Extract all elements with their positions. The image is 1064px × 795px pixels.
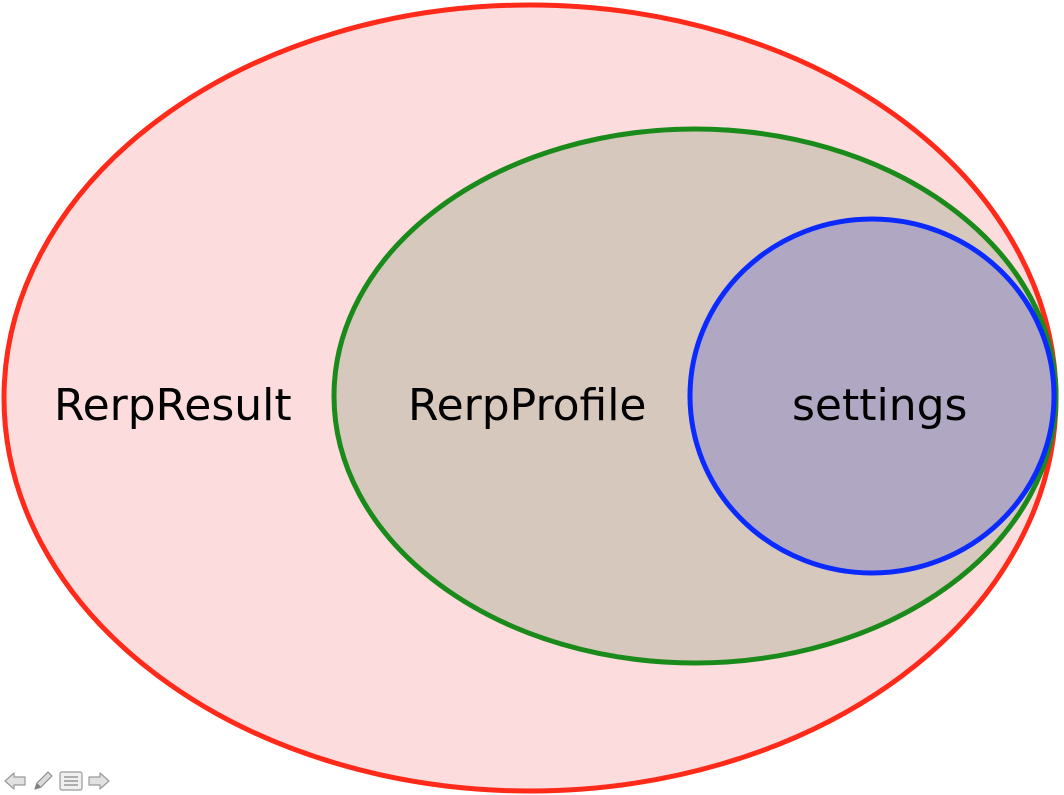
menu-icon[interactable] (58, 768, 84, 794)
label-rerpresult: RerpResult (54, 380, 292, 431)
label-settings: settings (792, 380, 967, 431)
set-settings-ellipse (687, 216, 1057, 576)
arrow-right-icon[interactable] (86, 768, 112, 794)
arrow-left-icon[interactable] (2, 768, 28, 794)
label-rerpprofile: RerpProfile (408, 380, 647, 431)
pen-icon[interactable] (30, 768, 56, 794)
slide-navigation-toolbar (2, 766, 112, 795)
